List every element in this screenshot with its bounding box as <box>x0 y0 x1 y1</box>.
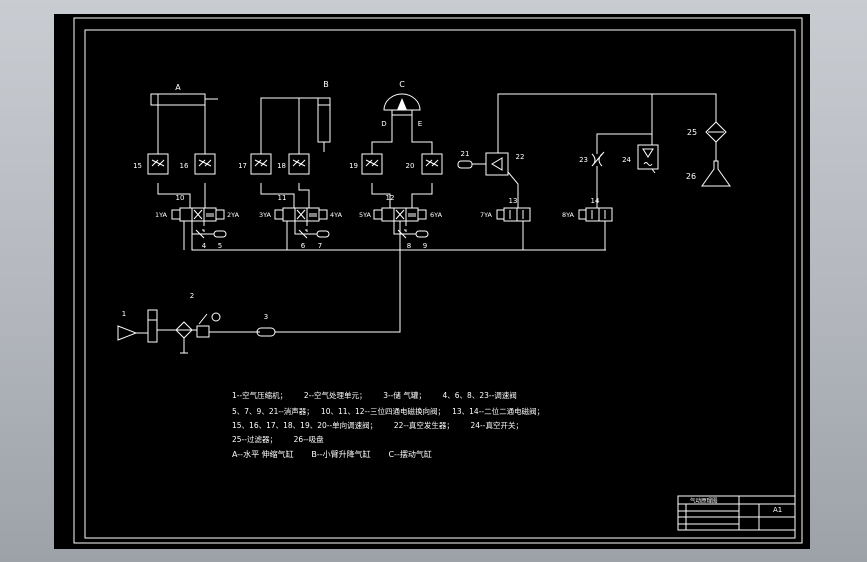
flow-valves-exhaust: 4 5 6 7 8 9 <box>191 221 429 250</box>
pipes-vacuum <box>497 93 717 208</box>
pneumatic-schematic: A B C D E 15 <box>73 17 803 544</box>
title-block: 气动原理图 A1 <box>677 495 796 531</box>
legend-line-2: 5、7、9、21--消声器； 10、11、12--三位四通电磁换向阀； 13、1… <box>232 406 544 416</box>
flow-control-20: 20 <box>406 153 443 175</box>
legend-line-3: 15、16、17、18、19、20--单向调速阀； 22--真空发生器； 24-… <box>232 420 523 430</box>
vacuum-generator-22: 21 22 <box>457 150 525 176</box>
label-n14: 14 <box>591 197 600 205</box>
label-n4: 4 <box>202 242 207 250</box>
title-block-name: 气动原理图 <box>690 497 718 505</box>
flow-control-18: 18 <box>277 153 310 175</box>
legend-line-5: A--水平 伸缩气缸 B--小臂升降气缸 C--摆动气缸 <box>232 449 432 459</box>
label-n1: 1 <box>122 310 126 318</box>
label-s6ya: 6YA <box>430 211 443 219</box>
flow-control-17: 17 <box>238 153 272 175</box>
legend-line-1: 1--空气压缩机； 2--空气处理单元； 3--储 气罐； 4、6、8、23--… <box>232 390 517 400</box>
label-n26: 26 <box>686 172 696 181</box>
flow-valve-23: 23 <box>579 151 605 167</box>
label-port-e: E <box>418 120 422 128</box>
label-n9: 9 <box>423 242 427 250</box>
label-cylinder-b: B <box>323 80 329 89</box>
vacuum-switch-24: 24 <box>622 144 659 174</box>
label-n11: 11 <box>278 194 287 202</box>
label-n2: 2 <box>190 292 194 300</box>
valve-10: 10 1YA 2YA <box>155 194 240 222</box>
inner-border <box>84 29 796 539</box>
label-s5ya: 5YA <box>359 211 372 219</box>
pipes-b <box>260 97 318 208</box>
legend-line-4: 25--过滤器； 26--吸盘 <box>232 434 324 444</box>
drawing-viewport[interactable]: A B C D E 15 <box>54 14 810 549</box>
valve-14: 14 8YA <box>562 197 613 222</box>
pipes-manifold <box>183 221 606 333</box>
label-n13: 13 <box>509 197 518 205</box>
treatment-unit-2: 2 <box>157 292 260 354</box>
label-n3: 3 <box>264 313 268 321</box>
label-s8ya: 8YA <box>562 211 575 219</box>
label-n7: 7 <box>318 242 322 250</box>
label-n17: 17 <box>238 162 247 170</box>
label-cylinder-c: C <box>399 80 405 89</box>
label-n23: 23 <box>579 156 588 164</box>
label-n6: 6 <box>301 242 306 250</box>
flow-control-15: 15 <box>133 153 169 175</box>
label-n22: 22 <box>516 153 525 161</box>
label-s2ya: 2YA <box>227 211 240 219</box>
label-s3ya: 3YA <box>259 211 272 219</box>
label-n15: 15 <box>133 162 142 170</box>
label-n16: 16 <box>180 162 189 170</box>
label-n20: 20 <box>406 162 415 170</box>
label-n5: 5 <box>218 242 222 250</box>
label-n25: 25 <box>687 128 697 137</box>
label-n24: 24 <box>622 156 631 164</box>
valve-11: 11 3YA 4YA <box>259 194 343 222</box>
label-port-d: D <box>381 120 386 128</box>
label-s4ya: 4YA <box>330 211 343 219</box>
title-block-sheet: A1 <box>773 506 782 514</box>
legend: 1--空气压缩机； 2--空气处理单元； 3--储 气罐； 4、6、8、23--… <box>232 390 544 459</box>
flow-control-19: 19 <box>349 153 383 175</box>
compressor-1: 1 <box>117 309 158 343</box>
cylinder-b: B <box>317 80 331 152</box>
label-s7ya: 7YA <box>480 211 493 219</box>
pipes-a <box>157 105 206 208</box>
label-n8: 8 <box>407 242 411 250</box>
label-n10: 10 <box>176 194 185 202</box>
label-n18: 18 <box>277 162 286 170</box>
filter-25: 25 <box>687 121 727 143</box>
flow-control-16: 16 <box>180 153 216 175</box>
label-n12: 12 <box>386 194 395 202</box>
label-cylinder-a: A <box>175 83 181 92</box>
label-s1ya: 1YA <box>155 211 168 219</box>
cylinder-c: C D E <box>381 80 422 128</box>
label-n21: 21 <box>461 150 470 158</box>
tank-3: 3 <box>256 313 276 337</box>
sucker-26: 26 <box>686 160 731 187</box>
pipes-c <box>371 115 433 208</box>
valve-13: 13 7YA <box>480 197 531 222</box>
label-n19: 19 <box>349 162 358 170</box>
valve-12: 12 5YA 6YA <box>359 194 443 222</box>
cylinder-a: A <box>150 83 218 106</box>
outer-border <box>73 17 803 544</box>
